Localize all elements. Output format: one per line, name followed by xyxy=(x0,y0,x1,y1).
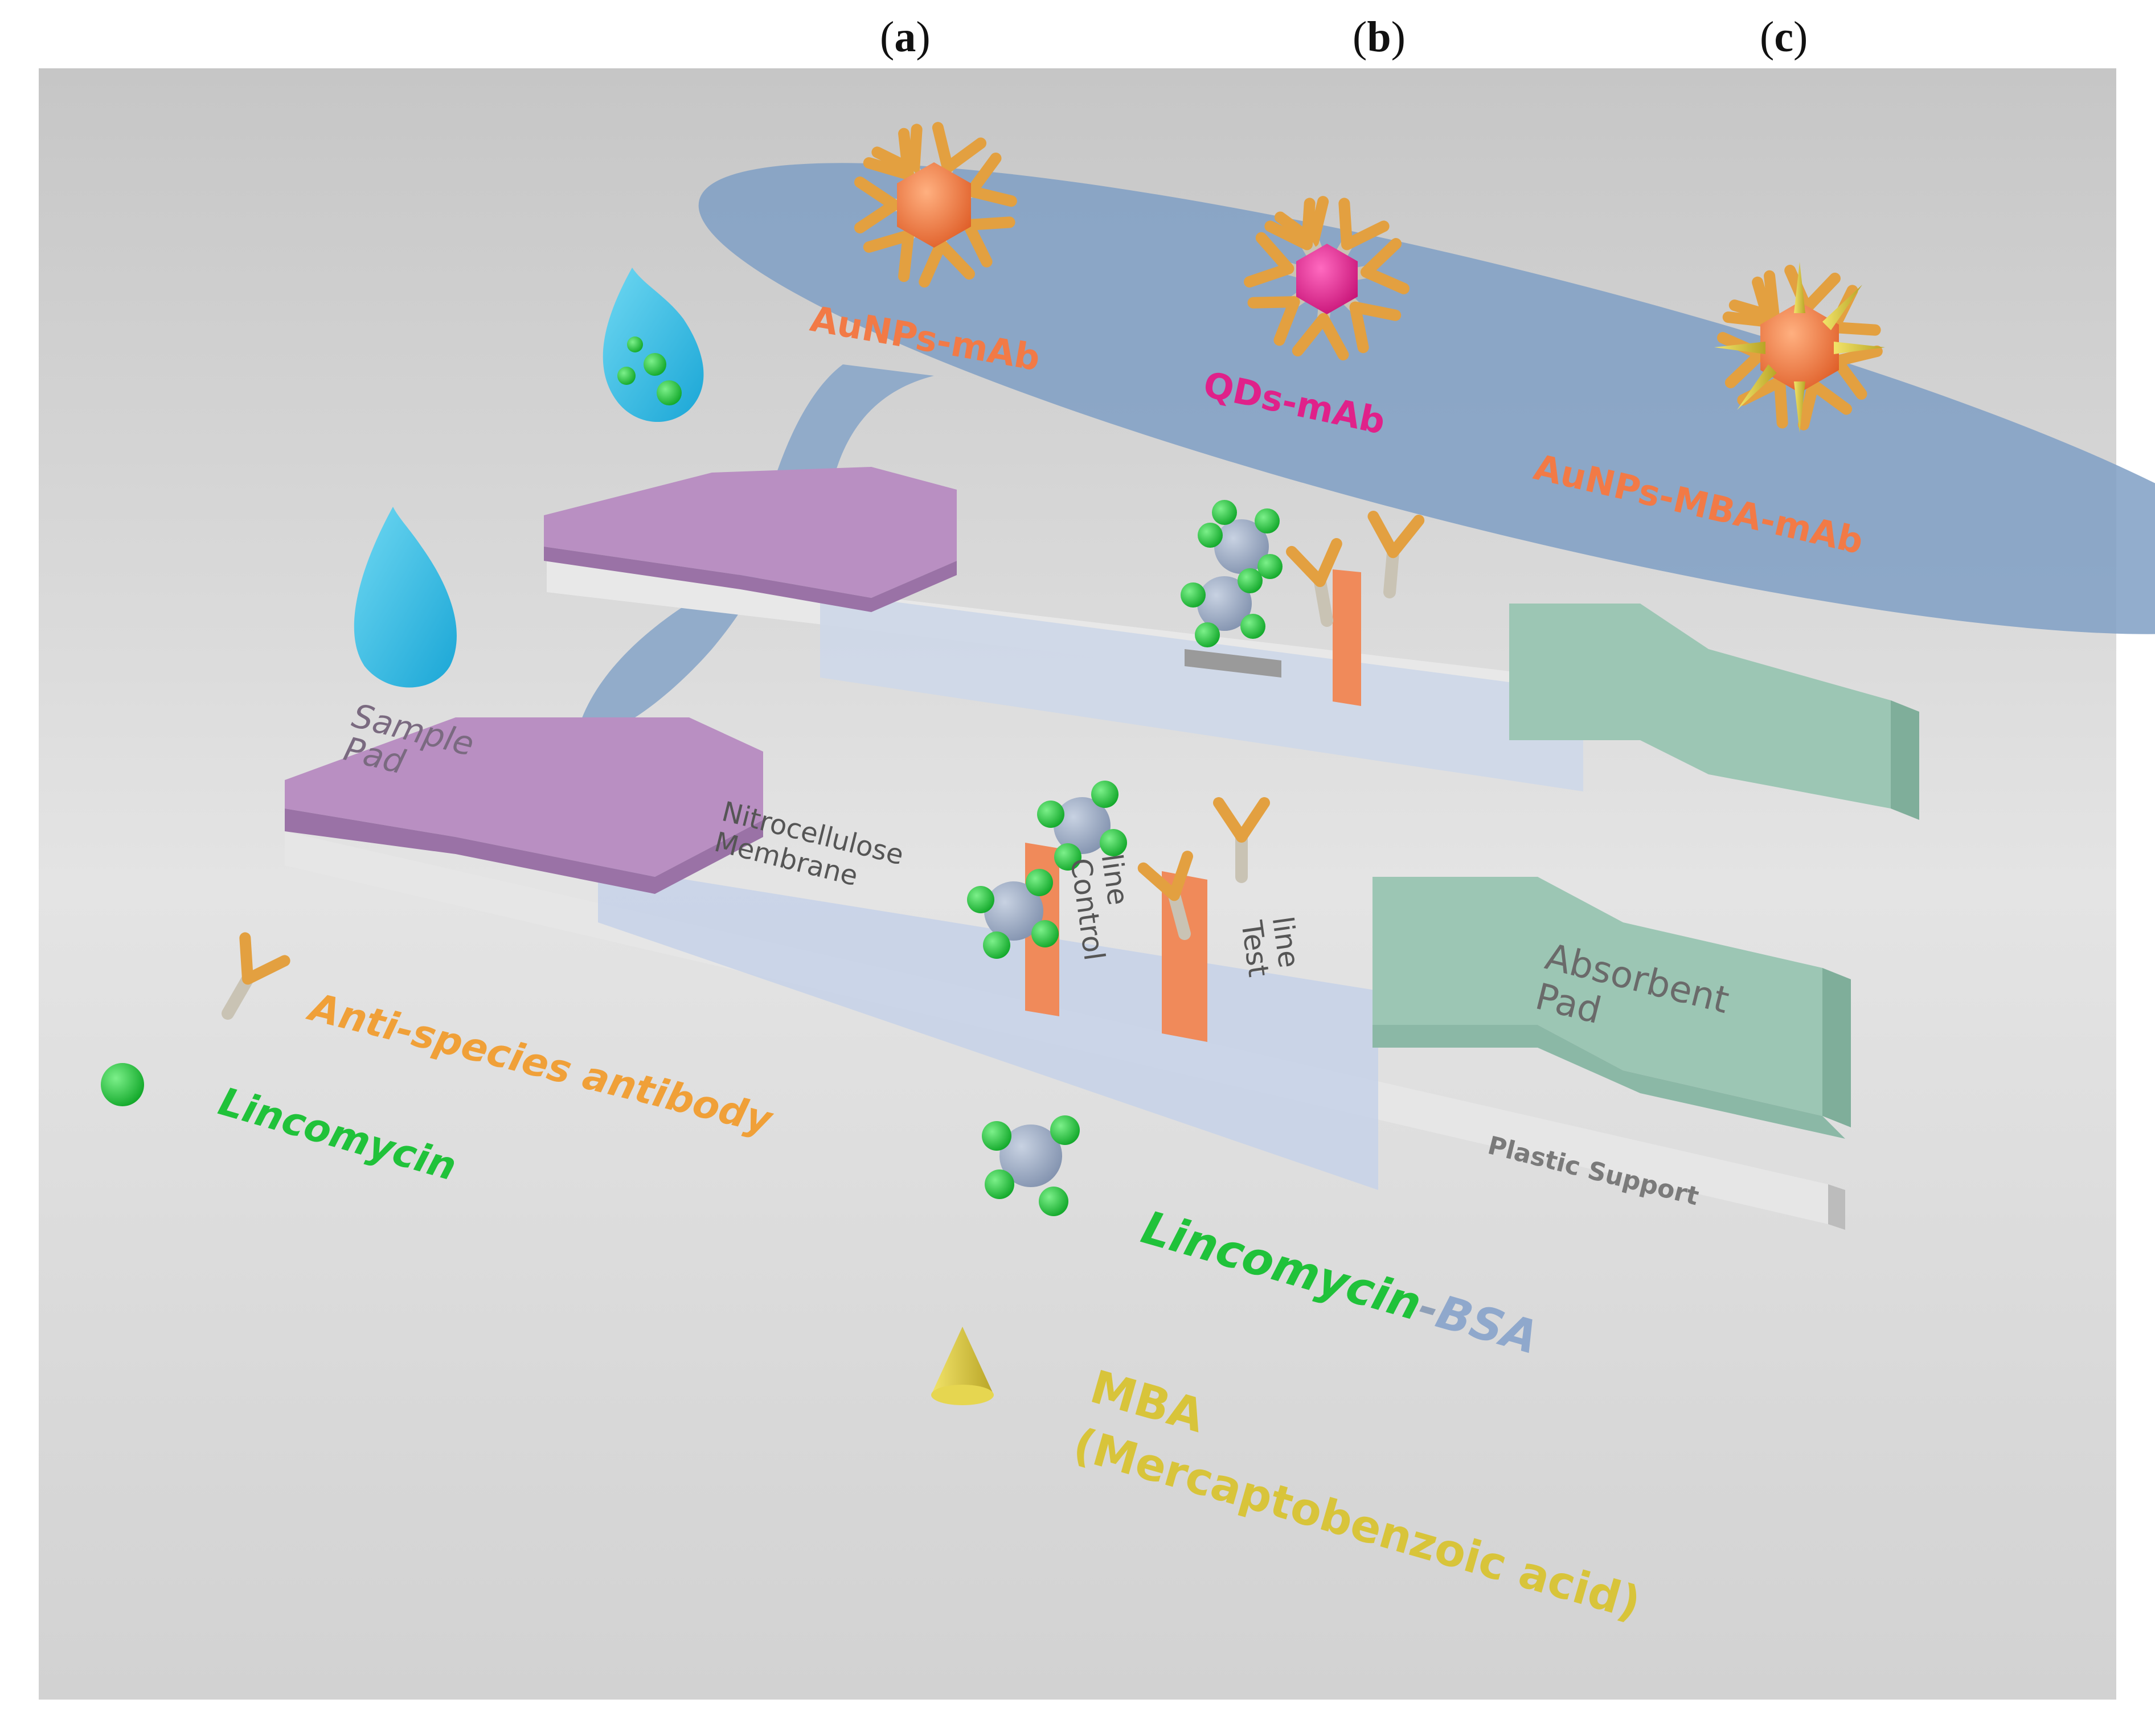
test-line-label-line1: Test xyxy=(1235,918,1275,979)
front-membrane xyxy=(598,865,1378,1190)
test-line-label-line2: line xyxy=(1266,914,1306,970)
back-sample-pad xyxy=(544,467,957,598)
legend-lincomycin-icon xyxy=(101,1063,144,1106)
qd-mab-icon xyxy=(1249,202,1404,355)
front-lincomycin-bsa-icon xyxy=(1037,781,1127,871)
front-absorbent-pad xyxy=(1373,877,1822,1116)
aunp-mba-mab-icon xyxy=(1714,262,1885,433)
legend-mba-icon xyxy=(931,1327,994,1405)
front-sample-pad xyxy=(285,717,763,877)
back-strip xyxy=(544,467,1919,820)
droplet-icon-with-particles xyxy=(603,268,704,422)
back-lincomycin-bsa-icon xyxy=(1198,500,1283,579)
aunp-mab-icon xyxy=(860,128,1011,282)
panel-label-a: (a) xyxy=(880,13,931,61)
legend-lincomycin-bsa-icon xyxy=(982,1115,1080,1216)
back-absorbent-pad xyxy=(1509,604,1891,809)
back-test-line xyxy=(1333,569,1361,706)
front-lincomycin-bsa-icon-2 xyxy=(967,869,1059,959)
panel-label-c: (c) xyxy=(1760,13,1808,61)
control-line-label: Control line xyxy=(1064,852,1135,963)
probe-ellipse xyxy=(698,163,2155,634)
test-line-label: Test line xyxy=(1235,914,1306,979)
front-strip xyxy=(285,717,1851,1230)
droplet-icon xyxy=(354,507,457,688)
panel-label-b: (b) xyxy=(1353,13,1406,61)
control-line-label-line2: line xyxy=(1095,852,1135,907)
back-lincomycin-bsa-icon-2 xyxy=(1181,568,1265,647)
back-membrane xyxy=(820,592,1583,791)
